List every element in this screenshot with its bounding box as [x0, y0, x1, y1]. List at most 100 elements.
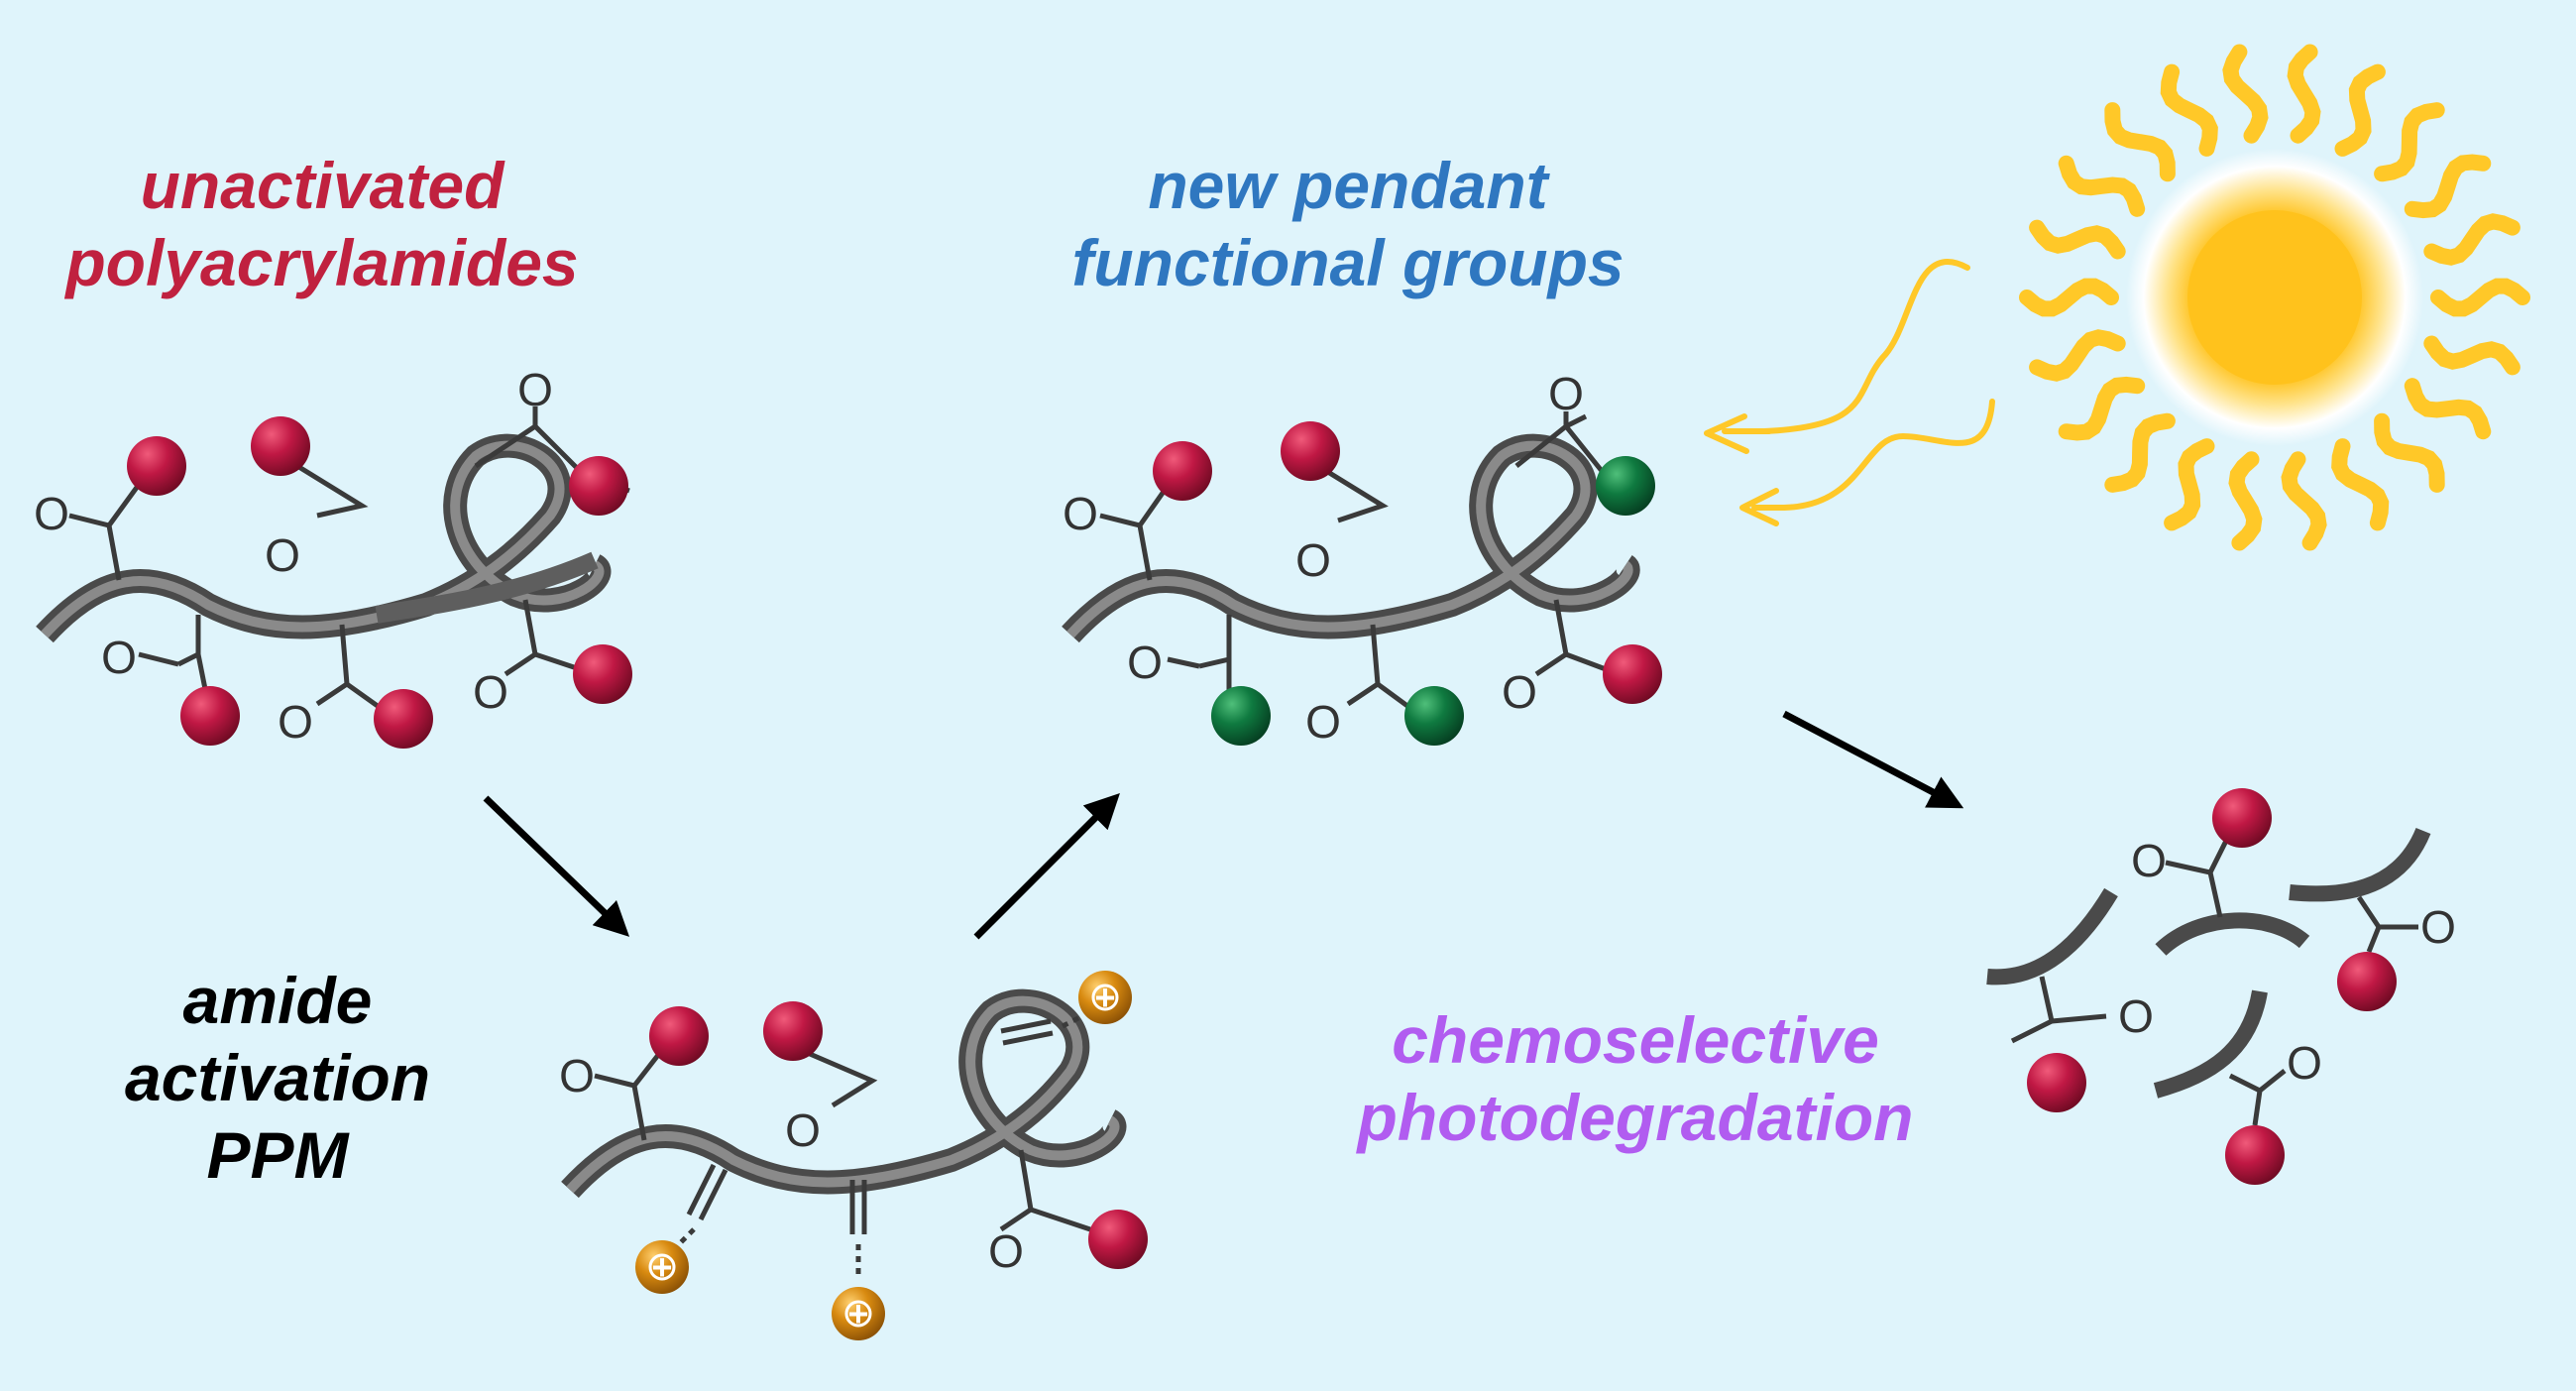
label-amide-activation: amide activation PPM [99, 962, 456, 1194]
original-group-sphere [2225, 1125, 2285, 1185]
original-group-sphere [1603, 644, 1662, 704]
label-line: activation [124, 1041, 431, 1114]
label-chemoselective-photodegradation: chemoselective photodegradation [1259, 1001, 2012, 1156]
pendant-amide: O [278, 624, 433, 749]
original-group-sphere [2212, 788, 2272, 848]
oxygen-atom: O [1548, 368, 1584, 419]
new-group-sphere [1211, 686, 1271, 746]
pendant-amide: O [1305, 624, 1464, 748]
label-line: PPM [206, 1118, 349, 1192]
pendant-amide: O [763, 1001, 878, 1156]
reaction-arrows [483, 710, 1964, 940]
polymer-backbone [36, 433, 612, 643]
cation-sphere [832, 1287, 885, 1340]
label-line: functional groups [1071, 226, 1624, 299]
sun-ray [2029, 219, 2126, 260]
oxygen-atom: O [34, 488, 69, 539]
pendant-amide: O [1514, 368, 1655, 516]
fragment: O [2153, 989, 2322, 1185]
pendant-amide: O [473, 599, 632, 718]
sun-ray [2160, 63, 2218, 157]
oxygen-atom: O [1063, 488, 1098, 539]
oxygen-atom: O [1305, 696, 1341, 748]
label-line: photodegradation [1357, 1081, 1914, 1154]
activated-group: + [1000, 971, 1132, 1046]
activated-group: + [832, 1180, 885, 1340]
sun-icon [2019, 44, 2530, 551]
cation-symbol: + [651, 1247, 672, 1288]
label-line: chemoselective [1392, 1003, 1879, 1077]
label-new-pendant-groups: new pendant functional groups [971, 147, 1725, 301]
original-group-sphere [2027, 1053, 2086, 1112]
pendant-amide: O [559, 1006, 709, 1141]
fragment: O [2131, 788, 2310, 957]
label-line: polyacrylamides [65, 226, 579, 299]
original-group-sphere [374, 689, 433, 749]
oxygen-atom: O [278, 696, 313, 748]
sun-ray [2423, 335, 2520, 376]
original-group-sphere [127, 436, 186, 496]
original-group-sphere [1281, 421, 1340, 481]
original-group-sphere [2337, 952, 2397, 1011]
degradation-fragments: O O O O [1986, 788, 2456, 1185]
pendant-amide: O [1502, 599, 1662, 718]
light-rays [1704, 258, 1995, 526]
oxygen-atom: O [559, 1050, 595, 1101]
cation-sphere [635, 1240, 689, 1294]
sun-ray [2334, 63, 2386, 157]
pendant-amide: O [988, 1149, 1148, 1277]
fragment: O [2289, 827, 2456, 1011]
sun-ray [2430, 278, 2530, 317]
original-group-sphere [573, 644, 632, 704]
sun-ray [2287, 44, 2321, 144]
sun-ray [2374, 412, 2445, 493]
label-unactivated-polyacrylamides: unactivated polyacrylamides [0, 147, 644, 301]
oxygen-atom: O [2287, 1037, 2322, 1089]
pendant-amide: O [1281, 421, 1389, 586]
original-group-sphere [569, 456, 628, 516]
oxygen-atom: O [517, 364, 553, 415]
arrow-activation [483, 795, 630, 937]
polymer-functionalized: O O O O [1062, 368, 1662, 748]
oxygen-atom: O [988, 1225, 1024, 1277]
oxygen-atom: O [2118, 990, 2154, 1042]
activated-group: + [635, 1163, 728, 1294]
oxygen-atom: O [101, 632, 137, 683]
oxygen-atom: O [2420, 901, 2456, 953]
sun-ray [2404, 154, 2492, 219]
polymer-activated: O O O + [559, 971, 1148, 1340]
sun-ray [2222, 44, 2269, 144]
new-group-sphere [1596, 456, 1655, 516]
sun-ray [2281, 451, 2327, 551]
fragment: O [1986, 887, 2154, 1112]
sun-ray [2104, 102, 2176, 182]
sun-ray [2019, 278, 2119, 317]
oxygen-atom: O [2131, 835, 2167, 886]
original-group-sphere [649, 1006, 709, 1066]
cation-sphere [1078, 971, 1132, 1024]
sun-ray [2423, 213, 2520, 266]
sun-ray [2374, 102, 2445, 182]
arrow-degradation [1782, 710, 1964, 809]
oxygen-atom: O [265, 529, 300, 581]
arrow-functionalization [973, 793, 1120, 940]
pendant-amide: O [34, 436, 186, 581]
sun-ray [2058, 155, 2146, 217]
original-group-sphere [763, 1001, 823, 1061]
label-line: unactivated [140, 149, 504, 222]
cation-symbol: + [1094, 978, 1115, 1018]
original-group-sphere [251, 416, 310, 476]
pendant-amide: O [474, 364, 630, 516]
original-group-sphere [1088, 1210, 1148, 1269]
sun-ray [2331, 438, 2390, 531]
sun-ray [2029, 329, 2126, 382]
oxygen-atom: O [1295, 534, 1331, 586]
pendant-amide: O [1127, 615, 1271, 746]
original-group-sphere [1153, 441, 1212, 501]
sun-ray [2164, 438, 2215, 531]
polymer-unactivated: O O O O [34, 364, 632, 749]
label-line: new pendant [1148, 149, 1548, 222]
oxygen-atom: O [473, 666, 508, 718]
